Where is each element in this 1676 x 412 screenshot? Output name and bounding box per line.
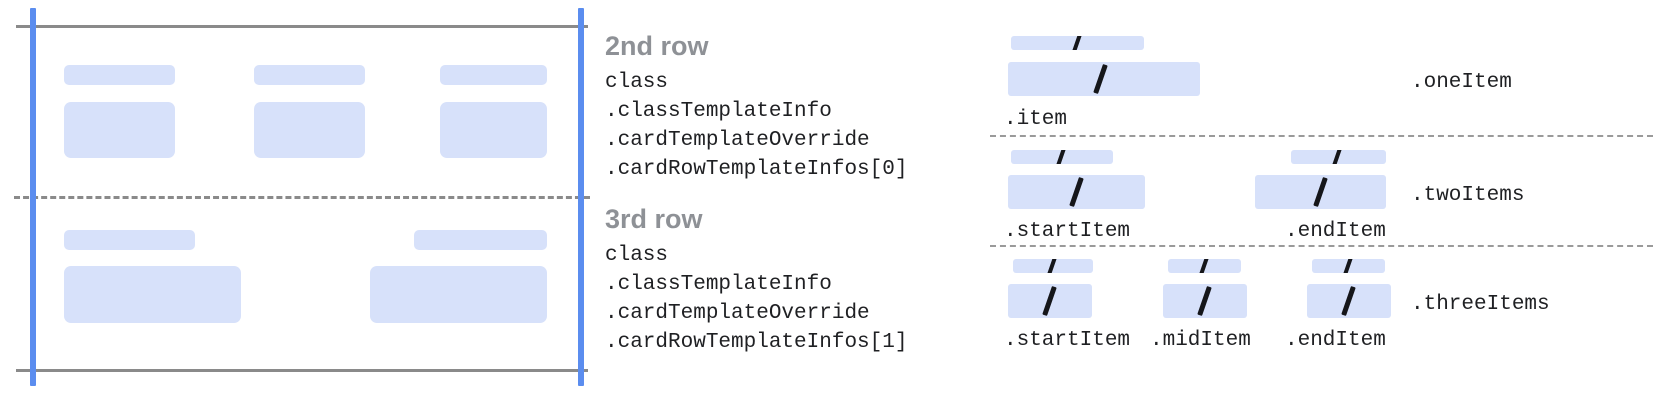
card-right-guide xyxy=(578,8,584,386)
annotation-block-2nd-row: 2nd row class .classTemplateInfo .cardTe… xyxy=(605,30,907,184)
annotation-line: class xyxy=(605,244,669,267)
placeholder-content-bar xyxy=(64,266,241,323)
slash-glyph xyxy=(1071,36,1083,50)
card-left-guide xyxy=(30,8,36,386)
annotation-line: .cardTemplateOverride xyxy=(605,129,870,152)
item-content-bar xyxy=(1008,62,1200,96)
annotation-line: .classTemplateInfo xyxy=(605,100,832,123)
slash-glyph xyxy=(1055,150,1067,164)
item-name-label: .startItem xyxy=(1004,220,1131,243)
placeholder-content-bar xyxy=(254,102,365,158)
annotation-line: .classTemplateInfo xyxy=(605,273,832,296)
item-content-bar xyxy=(1008,284,1092,318)
item-content-bar xyxy=(1163,284,1247,318)
item-content-bar xyxy=(1307,284,1391,318)
card-bottom-rule xyxy=(16,369,588,372)
item-name-label: .startItem xyxy=(1004,329,1131,352)
annotation-heading: 3rd row xyxy=(605,204,703,234)
group-name-label: .twoItems xyxy=(1411,184,1525,207)
item-label-bar xyxy=(1312,259,1385,273)
placeholder-content-bar xyxy=(440,102,547,158)
item-label-bar xyxy=(1011,150,1113,164)
placeholder-content-bar xyxy=(64,102,175,158)
item-content-bar xyxy=(1255,175,1386,209)
annotation-heading: 2nd row xyxy=(605,31,709,61)
slash-glyph xyxy=(1341,286,1356,316)
placeholder-label-bar xyxy=(64,230,195,250)
item-label-bar xyxy=(1168,259,1241,273)
annotation-line: .cardTemplateOverride xyxy=(605,302,870,325)
slash-glyph xyxy=(1042,286,1057,316)
placeholder-label-bar xyxy=(254,65,365,85)
item-name-label: .endItem xyxy=(1285,329,1386,352)
item-name-label: .endItem xyxy=(1285,220,1386,243)
slash-glyph xyxy=(1342,259,1354,273)
item-name-label: .midItem xyxy=(1150,329,1251,352)
slash-glyph xyxy=(1331,150,1343,164)
slash-glyph xyxy=(1198,259,1210,273)
item-label-bar xyxy=(1011,36,1144,50)
card-row-separator xyxy=(14,196,590,199)
item-name-label: .item xyxy=(1004,108,1068,131)
annotation-line: .cardRowTemplateInfos[0] xyxy=(605,158,908,181)
group-name-label: .oneItem xyxy=(1411,71,1512,94)
slash-glyph xyxy=(1069,177,1084,207)
card-top-rule xyxy=(16,25,588,28)
slash-glyph xyxy=(1197,286,1212,316)
placeholder-label-bar xyxy=(440,65,547,85)
item-label-bar xyxy=(1291,150,1386,164)
item-label-bar xyxy=(1013,259,1093,273)
annotation-line: class xyxy=(605,71,669,94)
annotation-column: 2nd row class .classTemplateInfo .cardTe… xyxy=(605,0,965,412)
item-group-separator xyxy=(990,245,1653,247)
item-group-separator xyxy=(990,135,1653,137)
item-content-bar xyxy=(1008,175,1145,209)
placeholder-label-bar xyxy=(64,65,175,85)
slash-glyph xyxy=(1313,177,1328,207)
annotation-block-3rd-row: 3rd row class .classTemplateInfo .cardTe… xyxy=(605,203,907,357)
placeholder-content-bar xyxy=(370,266,547,323)
slash-glyph xyxy=(1046,259,1058,273)
placeholder-label-bar xyxy=(414,230,547,250)
group-name-label: .threeItems xyxy=(1411,293,1550,316)
slash-glyph xyxy=(1093,64,1108,94)
annotation-line: .cardRowTemplateInfos[1] xyxy=(605,331,908,354)
